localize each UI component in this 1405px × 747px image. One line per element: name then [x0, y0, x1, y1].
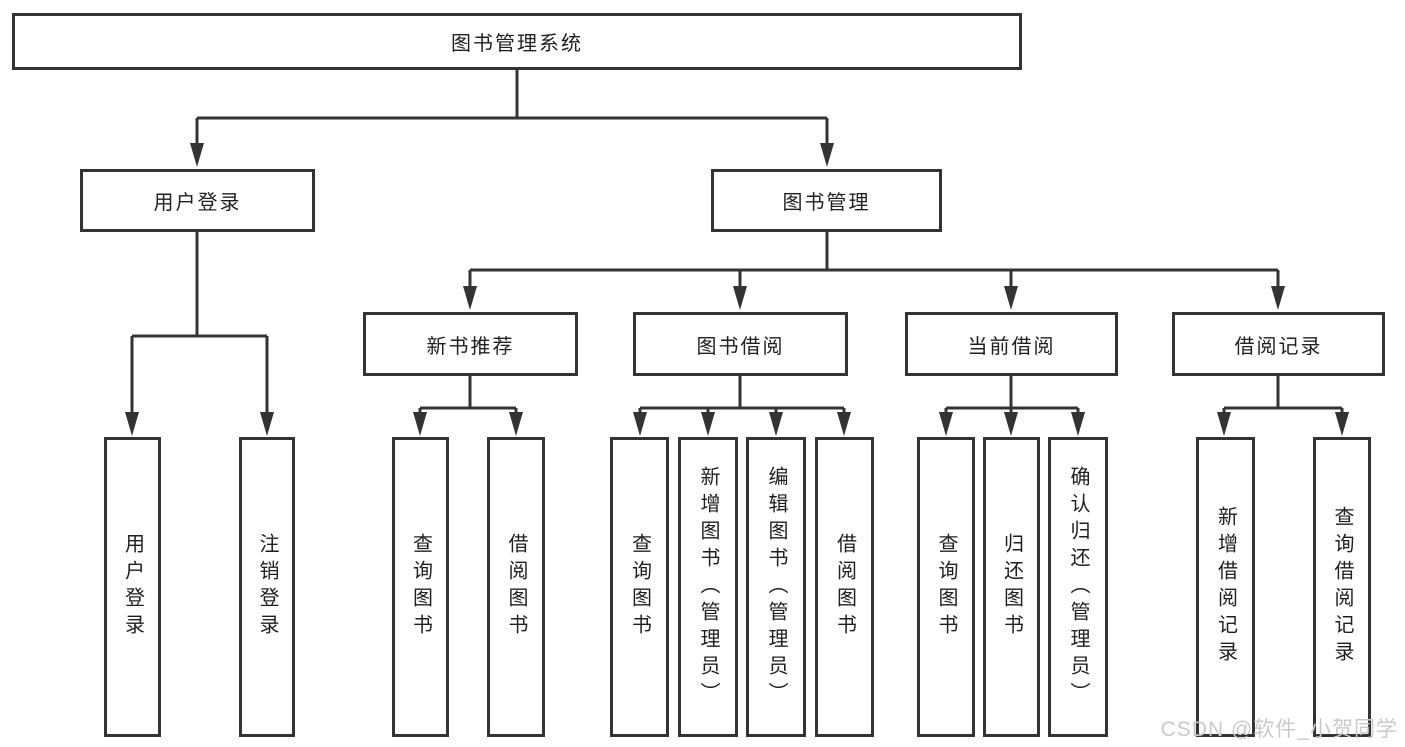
- leaf-confirm-return-admin-label: 确认归还（管理员）: [1067, 465, 1089, 709]
- node-library-system-label: 图书管理系统: [451, 33, 583, 55]
- leaf-query-borrow-record: 查询借阅记录: [1313, 437, 1371, 737]
- node-borrowing-records: 借阅记录: [1172, 312, 1385, 376]
- leaf-edit-book-admin: 编辑图书（管理员）: [746, 437, 806, 737]
- node-current-borrowing: 当前借阅: [905, 312, 1118, 376]
- node-borrowing-records-label: 借阅记录: [1234, 335, 1323, 358]
- node-new-book-recommend-label: 新书推荐: [426, 335, 515, 358]
- leaf-borrow-books-recommend-label: 借阅图书: [505, 533, 527, 641]
- leaf-query-books-borrowing-label: 查询图书: [628, 533, 651, 641]
- node-user-login-label: 用户登录: [153, 192, 242, 214]
- leaf-add-borrow-record-label: 新增借阅记录: [1214, 506, 1237, 668]
- leaf-query-borrow-record-label: 查询借阅记录: [1331, 506, 1353, 668]
- node-book-borrowing-label: 图书借阅: [696, 335, 785, 358]
- leaf-user-login-label: 用户登录: [121, 533, 144, 641]
- leaf-return-book: 归还图书: [983, 437, 1040, 737]
- node-current-borrowing-label: 当前借阅: [967, 335, 1056, 358]
- leaf-add-book-admin: 新增图书（管理员）: [678, 437, 738, 737]
- csdn-watermark: CSDN @软件_小贺同学: [1160, 718, 1398, 741]
- node-user-login: 用户登录: [80, 169, 315, 232]
- leaf-return-book-label: 归还图书: [1000, 533, 1023, 641]
- node-book-borrowing: 图书借阅: [633, 312, 848, 376]
- node-book-management-label: 图书管理: [782, 192, 871, 214]
- leaf-query-books-recommend-label: 查询图书: [409, 533, 432, 641]
- leaf-logout-label: 注销登录: [256, 533, 278, 641]
- leaf-query-books-borrowing: 查询图书: [610, 437, 669, 737]
- leaf-borrow-books-borrowing: 借阅图书: [815, 437, 874, 737]
- node-book-management: 图书管理: [711, 169, 942, 232]
- leaf-edit-book-admin-label: 编辑图书（管理员）: [765, 465, 787, 709]
- leaf-borrow-books-borrowing-label: 借阅图书: [833, 533, 856, 641]
- leaf-confirm-return-admin: 确认归还（管理员）: [1048, 437, 1108, 737]
- leaf-borrow-books-recommend: 借阅图书: [487, 437, 545, 737]
- leaf-logout: 注销登录: [239, 437, 295, 737]
- leaf-query-books-current-label: 查询图书: [935, 533, 957, 641]
- node-library-system: 图书管理系统: [12, 13, 1022, 70]
- leaf-user-login: 用户登录: [104, 437, 161, 737]
- leaf-add-borrow-record: 新增借阅记录: [1196, 437, 1255, 737]
- leaf-query-books-recommend: 查询图书: [392, 437, 449, 737]
- leaf-add-book-admin-label: 新增图书（管理员）: [697, 465, 719, 709]
- node-new-book-recommend: 新书推荐: [363, 312, 578, 376]
- leaf-query-books-current: 查询图书: [917, 437, 975, 737]
